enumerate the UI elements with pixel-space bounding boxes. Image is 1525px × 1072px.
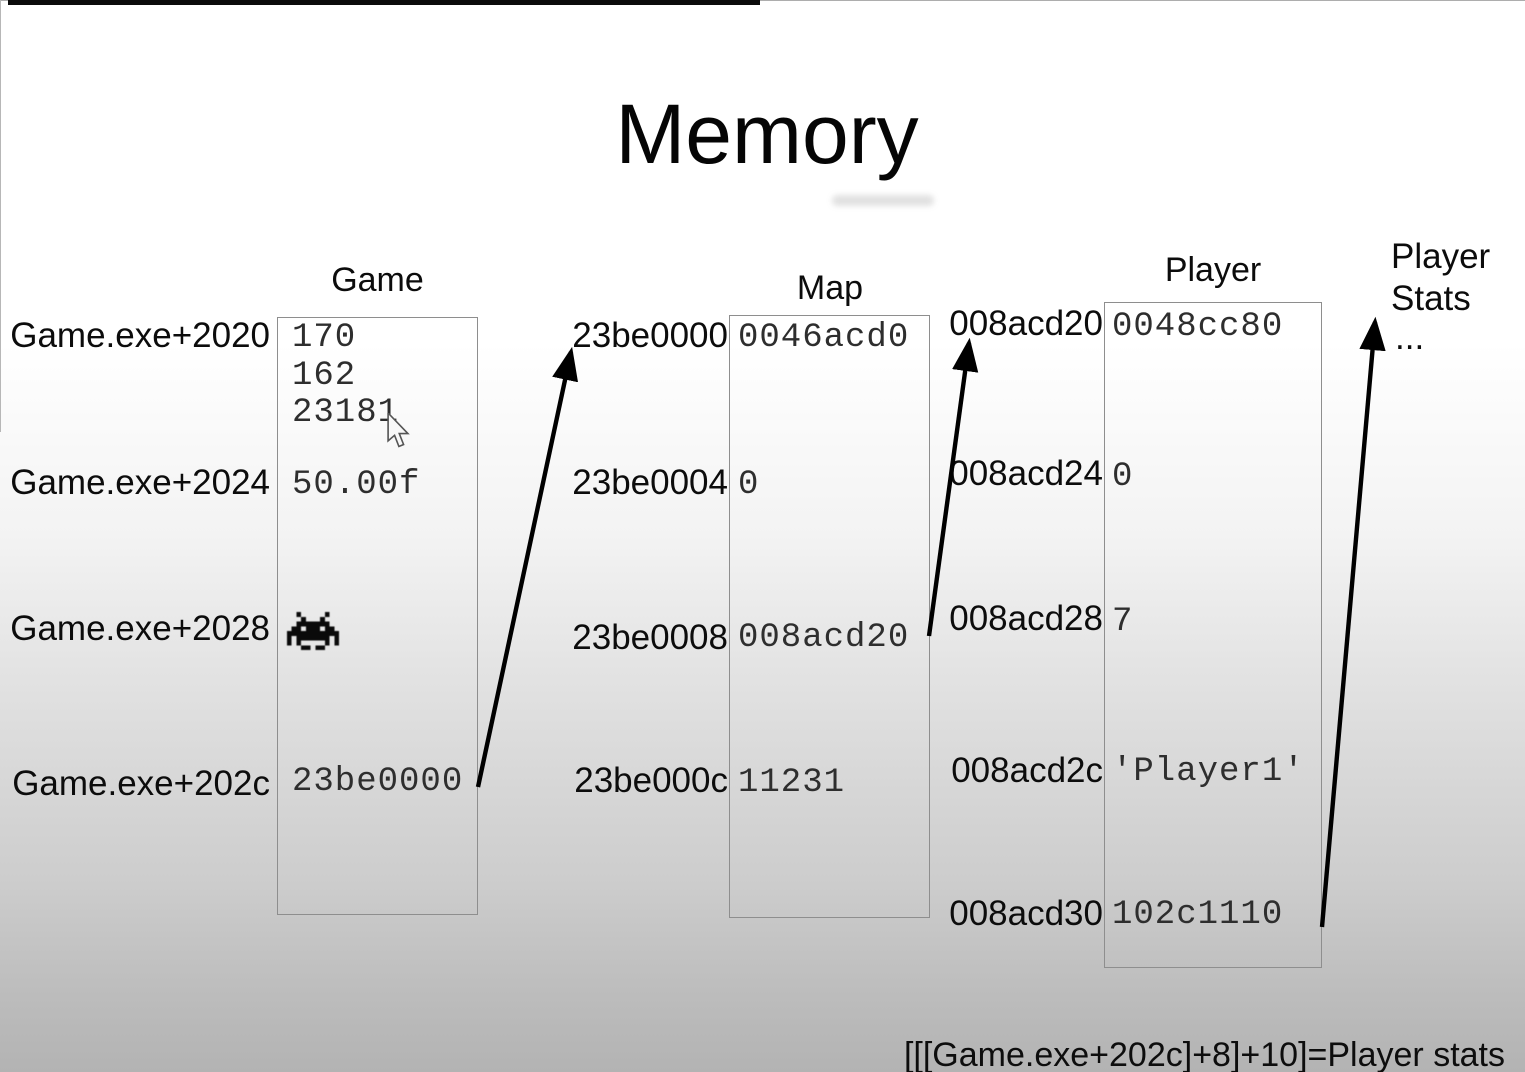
memory-value: 7 [1112,603,1134,641]
map-memory-box [729,315,930,918]
memory-value-pointer-to-stats: 102c1110 [1112,896,1284,934]
address-label-player-008acd2c: 008acd2c [951,751,1103,790]
memory-value: 0048cc80 [1112,308,1284,346]
address-label-map-23be000c: 23be000c [574,761,728,800]
address-label-player-008acd30: 008acd30 [949,894,1103,933]
address-label-game-202c: Game.exe+202c [12,764,270,803]
memory-value: 162 [292,357,357,395]
title-shadow-artifact [832,195,934,206]
game-column-title: Game [331,261,424,299]
top-edge-bar [8,0,760,5]
address-label-map-23be0004: 23be0004 [572,463,728,502]
memory-value-pointer-to-map: 23be0000 [292,763,464,801]
player-stats-ellipsis: ... [1395,318,1425,357]
player-memory-box [1104,302,1322,968]
page-title: Memory [615,87,919,181]
address-label-game-2020: Game.exe+2020 [10,316,270,355]
memory-value: 11231 [738,764,846,802]
player-column-title: Player [1164,251,1262,289]
map-column-title: Map [796,269,864,307]
memory-value: 23181 [292,394,400,432]
address-label-player-008acd24: 008acd24 [949,454,1103,493]
memory-value: 0 [1112,458,1134,496]
pointer-path-formula: [[[Game.exe+202c]+8]+10]=Player stats [903,1036,1505,1072]
memory-value: 170 [292,319,357,357]
arrow-player-to-stats [1319,316,1386,928]
address-label-player-008acd20: 008acd20 [949,304,1103,343]
memory-value: 0046acd0 [738,319,910,357]
player-stats-label: Player Stats [1391,236,1490,320]
memory-value-player-name: 'Player1' [1112,753,1305,791]
memory-value: 0 [738,466,760,504]
memory-value-pointer-to-player: 008acd20 [738,619,910,657]
memory-value: 50.00f [292,466,421,504]
player-stats-line1: Player [1391,237,1491,276]
address-label-map-23be0008: 23be0008 [572,618,728,657]
address-label-game-2028: Game.exe+2028 [10,609,270,648]
arrow-game-to-map [475,346,579,788]
left-edge-line [0,0,1,432]
address-label-game-2024: Game.exe+2024 [10,463,270,502]
top-edge-line [0,0,1525,1]
address-label-player-008acd28: 008acd28 [949,599,1103,638]
player-stats-line2: Stats [1391,279,1471,318]
address-label-map-23be0000: 23be0000 [572,316,728,355]
space-invader-sprite-icon [286,612,340,650]
mouse-cursor-icon [387,413,410,448]
